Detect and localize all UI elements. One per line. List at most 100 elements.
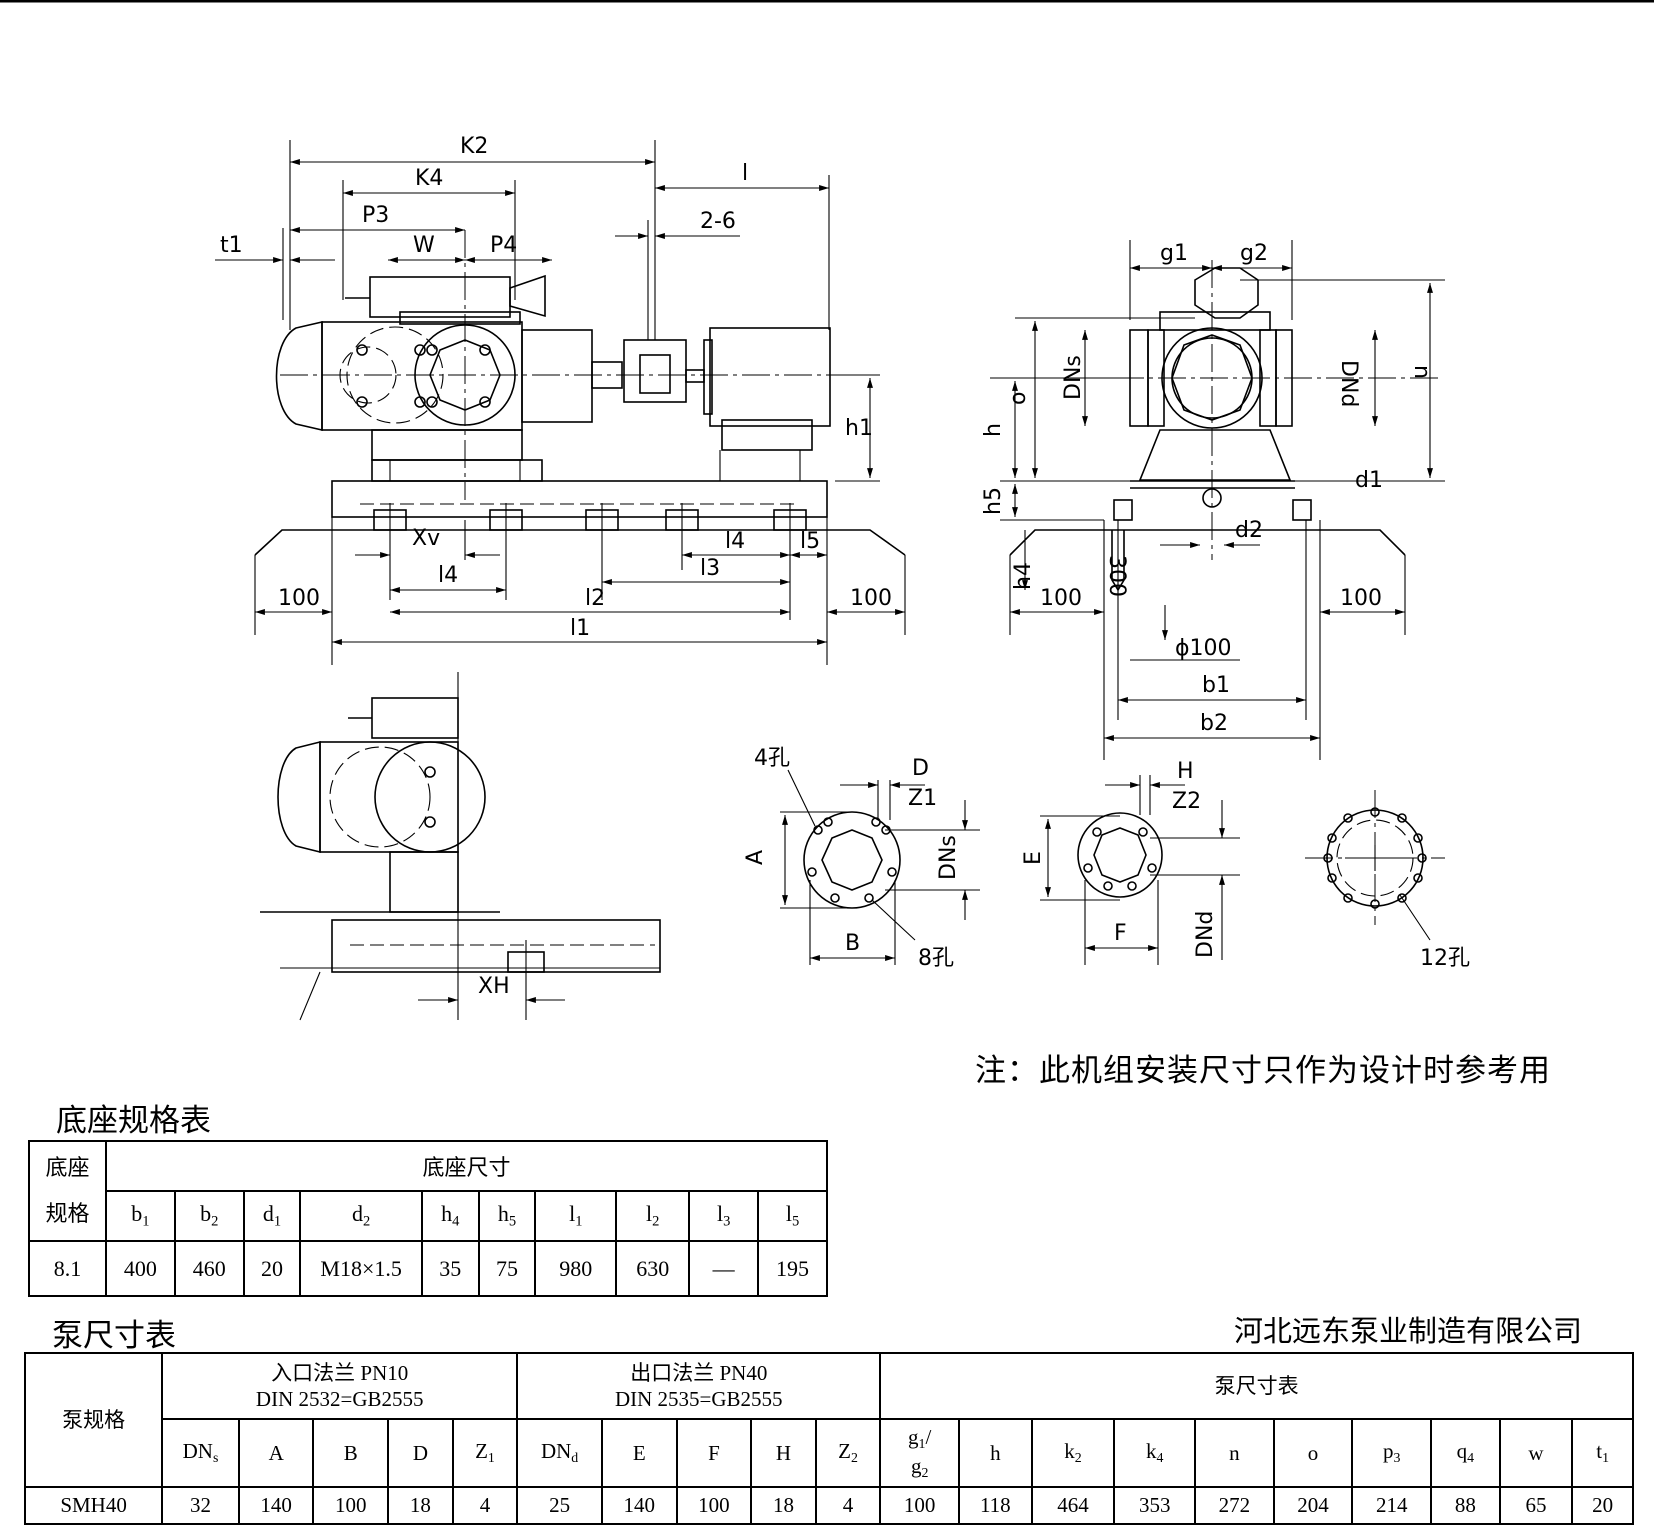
dim-F: F <box>1114 921 1127 946</box>
col-w: w <box>1498 1418 1574 1488</box>
base-table-title: 底座规格表 <box>56 1103 211 1139</box>
label-8-holes: 8孔 <box>918 946 954 971</box>
dim-DNs: DNs <box>1061 355 1086 400</box>
installation-drawing: K2 K4 P3 W P4 t1 l 2-6 h1 Xv l4 l4 l5 <box>0 0 1654 1021</box>
col-l2: l2 <box>615 1190 691 1242</box>
twelve-hole-flange-detail: 12孔 <box>1305 790 1470 971</box>
pump-dimension-table: 泵规格 入口法兰 PN10 DIN 2532=GB2555 出口法兰 PN40 … <box>23 1352 1634 1525</box>
dim-Xv: Xv <box>412 526 440 551</box>
label-12-holes: 12孔 <box>1420 946 1470 971</box>
label-4-holes: 4孔 <box>754 746 790 771</box>
col-d2: d2 <box>299 1190 423 1242</box>
col-t1: t1 <box>1571 1418 1634 1488</box>
pump-table-title: 泵尺寸表 <box>52 1318 176 1354</box>
dim-100-c: 100 <box>1040 586 1082 611</box>
col-DNd: DNd <box>516 1418 603 1488</box>
dim-h4: h4 <box>1011 562 1036 590</box>
col-Z2: Z2 <box>814 1418 882 1488</box>
dim-h5: h5 <box>981 487 1006 515</box>
outlet-flange-header: 出口法兰 PN40 DIN 2535=GB2555 <box>516 1352 882 1420</box>
dim-300: 300 <box>1104 555 1129 597</box>
dim-E: E <box>1021 851 1046 865</box>
dim-DNd-flange: DNd <box>1193 911 1218 958</box>
front-view: K2 K4 P3 W P4 t1 l 2-6 h1 Xv l4 l4 l5 <box>215 134 906 665</box>
pump-spec-header: 泵规格 <box>23 1352 164 1488</box>
dim-n: n <box>1409 365 1434 379</box>
col-h: h <box>958 1418 1033 1488</box>
dim-A: A <box>743 850 768 865</box>
dim-d2: d2 <box>1235 518 1263 543</box>
inlet-flange-header: 入口法兰 PN10 DIN 2532=GB2555 <box>161 1352 519 1420</box>
col-p3: p3 <box>1351 1418 1433 1488</box>
col-F: F <box>675 1418 753 1488</box>
table-row: 8.1 400 460 20 M18×1.5 35 75 980 630 — 1… <box>28 1240 828 1297</box>
dim-W: W <box>413 233 435 258</box>
dim-l4-a: l4 <box>438 563 458 588</box>
col-k2: k2 <box>1030 1418 1116 1488</box>
col-b1: b1 <box>104 1190 176 1242</box>
dim-D: D <box>912 756 929 781</box>
dim-b2: b2 <box>1200 711 1228 736</box>
base-spec-table: 底座 规格 底座尺寸 b1 b2 d1 d2 h4 h5 l1 l2 l3 l5… <box>28 1140 829 1297</box>
col-g1g2: g1/g2 <box>879 1418 960 1488</box>
dim-H: H <box>1177 759 1194 784</box>
dim-l5: l5 <box>800 529 820 554</box>
col-o: o <box>1272 1418 1354 1488</box>
dim-t1: t1 <box>220 233 243 258</box>
inlet-flange-detail: A B D Z1 DNs 4孔 8孔 <box>743 746 980 971</box>
col-l1: l1 <box>534 1190 618 1242</box>
col-b2: b2 <box>173 1190 245 1242</box>
dim-g1: g1 <box>1160 241 1188 266</box>
col-k4: k4 <box>1113 1418 1197 1488</box>
col-q4: q4 <box>1430 1418 1501 1488</box>
dim-P3: P3 <box>362 203 389 228</box>
dim-phi100: ϕ100 <box>1175 636 1232 661</box>
dim-b1: b1 <box>1202 673 1230 698</box>
dim-K2: K2 <box>460 134 488 159</box>
col-DNs: DNs <box>161 1418 240 1488</box>
dim-B: B <box>845 931 860 956</box>
dim-P4: P4 <box>490 233 517 258</box>
dim-100-a: 100 <box>278 586 320 611</box>
pump-dims-header: 泵尺寸表 <box>879 1352 1634 1420</box>
col-E: E <box>600 1418 678 1488</box>
col-h4: h4 <box>420 1190 480 1242</box>
company-name: 河北远东泵业制造有限公司 <box>1233 1314 1582 1348</box>
dim-l2: l2 <box>585 586 605 611</box>
dim-l3: l3 <box>700 556 720 581</box>
dim-g2: g2 <box>1240 241 1268 266</box>
col-A: A <box>237 1418 315 1488</box>
dim-l4-b: l4 <box>725 529 745 554</box>
dim-o: o <box>1006 392 1031 405</box>
outlet-flange-detail: E F H Z2 DNd <box>1021 759 1240 965</box>
dim-100-d: 100 <box>1340 586 1382 611</box>
dim-K4: K4 <box>415 166 443 191</box>
dim-DNd: DNd <box>1336 360 1361 407</box>
dim-h1: h1 <box>845 416 873 441</box>
dim-l1: l1 <box>570 616 590 641</box>
dim-100-b: 100 <box>850 586 892 611</box>
base-spec-header: 底座 规格 <box>28 1140 107 1242</box>
dim-l: l <box>742 161 748 186</box>
dim-spacing: 2-6 <box>700 209 736 234</box>
col-D: D <box>387 1418 454 1488</box>
col-l3: l3 <box>688 1190 760 1242</box>
col-B: B <box>312 1418 390 1488</box>
col-Z1: Z1 <box>451 1418 519 1488</box>
dim-Z2: Z2 <box>1172 789 1201 814</box>
side-view: g1 g2 n o h h5 h4 DNs DNd d1 d2 100 100 … <box>981 240 1445 760</box>
dim-Z1: Z1 <box>908 786 937 811</box>
dim-d1: d1 <box>1355 468 1383 493</box>
col-n: n <box>1194 1418 1275 1488</box>
reference-note: 注：此机组安装尺寸只作为设计时参考用 <box>975 1053 1551 1089</box>
col-l5: l5 <box>757 1190 828 1242</box>
col-h5: h5 <box>477 1190 537 1242</box>
table-row: SMH40 32 140 100 18 4 25 140 100 18 4 10… <box>23 1486 1634 1525</box>
col-H: H <box>750 1418 817 1488</box>
base-dims-header: 底座尺寸 <box>104 1140 829 1192</box>
dim-XH: XH <box>478 974 510 999</box>
col-d1: d1 <box>242 1190 302 1242</box>
partial-view: XH <box>260 672 661 1021</box>
dim-DNs-flange: DNs <box>936 835 961 880</box>
dim-h: h <box>981 423 1006 437</box>
